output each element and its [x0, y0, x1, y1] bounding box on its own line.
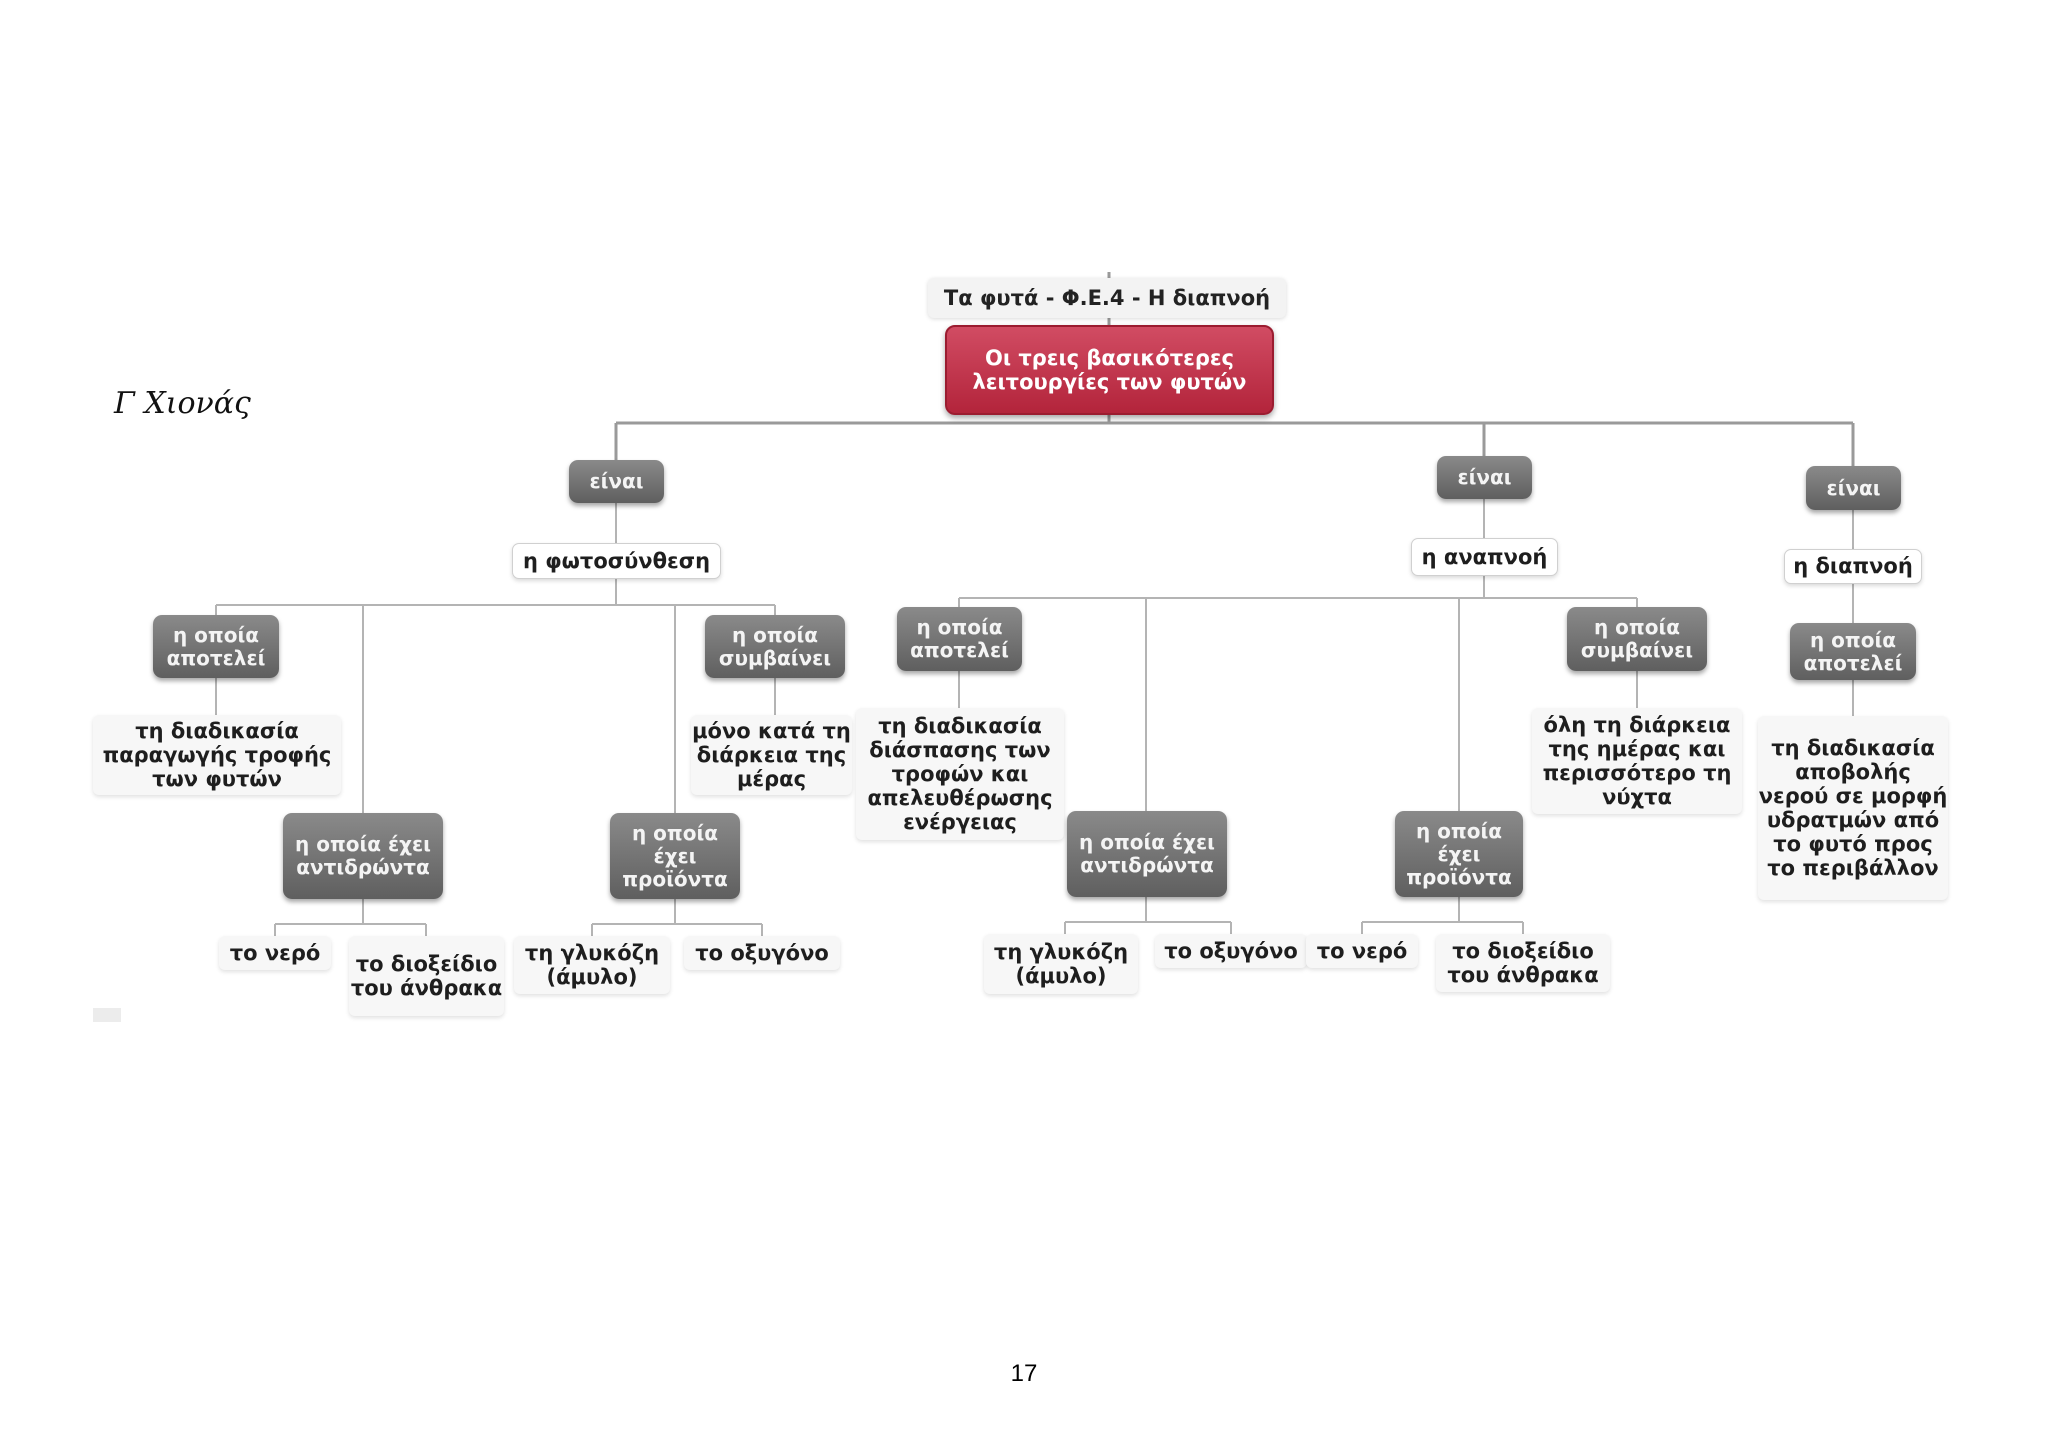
scan-artifact [93, 1008, 121, 1022]
transpiration-is-link: η οποία αποτελεί [1790, 623, 1916, 680]
author-signature: Γ Χιονάς [114, 386, 251, 421]
photosynthesis-link: είναι [569, 460, 664, 503]
respiration-reactant: τη γλυκόζη (άμυλο) [984, 934, 1138, 994]
photosynthesis-product: τη γλυκόζη (άμυλο) [514, 936, 670, 994]
photosynthesis-products-link: η οποία έχει προϊόντα [610, 813, 740, 899]
transpiration-is-value: τη διαδικασία αποβολής νερού σε μορφή υδ… [1758, 716, 1948, 900]
photosynthesis-product: το οξυγόνο [684, 936, 840, 970]
respiration-is-value: τη διαδικασία διάσπασης των τροφών και α… [856, 708, 1064, 840]
photosynthesis-concept: η φωτοσύνθεση [512, 543, 721, 579]
respiration-products-link: η οποία έχει προϊόντα [1395, 811, 1523, 897]
respiration-product: το νερό [1306, 934, 1418, 968]
photosynthesis-is-value: τη διαδικασία παραγωγής τροφής των φυτών [93, 715, 341, 795]
photosynthesis-reactant: το νερό [219, 936, 331, 970]
transpiration-link: είναι [1806, 466, 1901, 510]
transpiration-concept: η διαπνοή [1784, 549, 1922, 584]
respiration-is-link: η οποία αποτελεί [897, 607, 1022, 671]
respiration-reactants-link: η οποία έχει αντιδρώντα [1067, 811, 1227, 897]
respiration-link: είναι [1437, 456, 1532, 499]
map-title: Τα φυτά - Φ.Ε.4 - Η διαπνοή [928, 278, 1286, 318]
photosynthesis-is-link: η οποία αποτελεί [153, 615, 279, 678]
photosynthesis-occurs-link: η οποία συμβαίνει [705, 615, 845, 678]
respiration-concept: η αναπνοή [1411, 538, 1558, 576]
photosynthesis-reactants-link: η οποία έχει αντιδρώντα [283, 813, 443, 899]
photosynthesis-reactant: το διοξείδιο του άνθρακα [349, 936, 504, 1016]
root-concept: Οι τρεις βασικότερες λειτουργίες των φυτ… [945, 325, 1274, 415]
respiration-occurs-value: όλη τη διάρκεια της ημέρας και περισσότε… [1532, 708, 1742, 814]
page-number: 17 [1010, 1360, 1038, 1387]
respiration-product: το διοξείδιο του άνθρακα [1436, 934, 1610, 992]
respiration-reactant: το οξυγόνο [1155, 934, 1307, 968]
photosynthesis-occurs-value: μόνο κατά τη διάρκεια της μέρας [691, 715, 852, 795]
respiration-occurs-link: η οποία συμβαίνει [1567, 607, 1707, 671]
